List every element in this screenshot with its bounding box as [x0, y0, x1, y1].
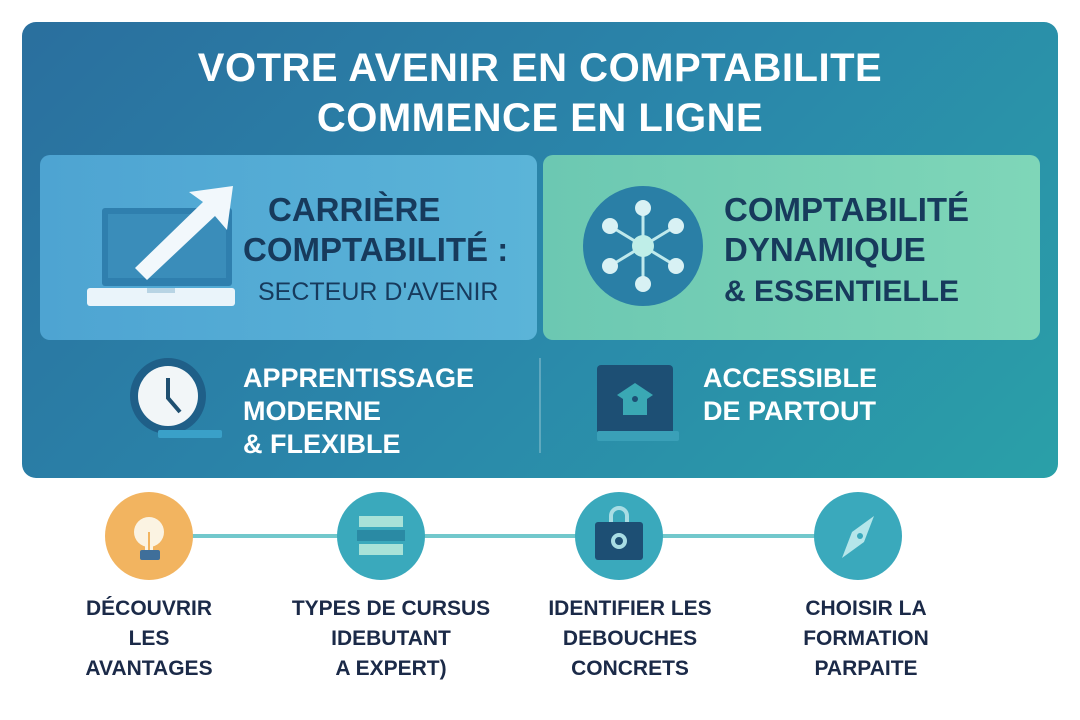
card-dynamic-line-1: COMPTABILITÉ: [724, 191, 970, 228]
feature-access-line-2: DE PARTOUT: [703, 396, 877, 426]
compass-icon: [842, 516, 874, 558]
step-3-label: IDENTIFIER LES DEBOUCHES CONCRETS: [520, 594, 740, 684]
step-4-line-2: FORMATION: [803, 627, 929, 650]
step-4-label: CHOISIR LA FORMATION PARPAITE: [756, 594, 976, 684]
step-1-label: DÉCOUVRIR LES AVANTAGES: [39, 594, 259, 684]
step-1-line-1: DÉCOUVRIR: [85, 597, 212, 620]
graduation-book-icon: [597, 365, 679, 441]
briefcase-lock-icon: [595, 506, 643, 560]
card-dynamic-line-3: & ESSENTIELLE: [724, 275, 960, 308]
step-2-label: TYPES DE CURSUS IDEBUTANT A EXPERT): [281, 594, 501, 684]
feature-learning-line-1: APPRENTISSAGE: [243, 363, 475, 393]
step-1-line-3: AVANTAGES: [85, 657, 213, 680]
feature-learning-line-3: & FLEXIBLE: [243, 429, 401, 459]
feature-divider: [539, 358, 541, 453]
timeline-connector: [150, 534, 860, 538]
clock-icon: [130, 358, 222, 438]
step-3-line-2: DEBOUCHES: [562, 627, 698, 650]
step-1-line-2: LES: [128, 627, 170, 650]
card-career-line-1: CARRIÈRE: [268, 191, 441, 228]
books-icon: [357, 516, 405, 555]
step-4-line-1: CHOISIR LA: [805, 597, 927, 620]
feature-access-line-1: ACCESSIBLE: [703, 363, 878, 393]
card-dynamic-line-2: DYNAMIQUE: [724, 231, 926, 268]
title-line-1: VOTRE AVENIR EN COMPTABILITE: [197, 46, 883, 90]
step-2-line-3: A EXPERT): [335, 657, 447, 680]
feature-learning-line-2: MODERNE: [243, 396, 382, 426]
step-2-line-1: TYPES DE CURSUS: [291, 597, 491, 620]
lightbulb-icon: [134, 517, 164, 560]
step-3-line-1: IDENTIFIER LES: [548, 597, 712, 620]
title-line-2: COMMENCE EN LIGNE: [316, 96, 764, 140]
card-career-line-2: COMPTABILITÉ :: [243, 231, 509, 268]
step-2-line-2: IDEBUTANT: [331, 627, 451, 650]
network-hub-icon: [583, 186, 703, 306]
card-career-line-3: SECTEUR D'AVENIR: [258, 278, 499, 306]
step-3-line-3: CONCRETS: [571, 657, 689, 680]
step-4-line-3: PARPAITE: [814, 657, 918, 680]
laptop-growth-arrow-icon: [87, 186, 235, 306]
